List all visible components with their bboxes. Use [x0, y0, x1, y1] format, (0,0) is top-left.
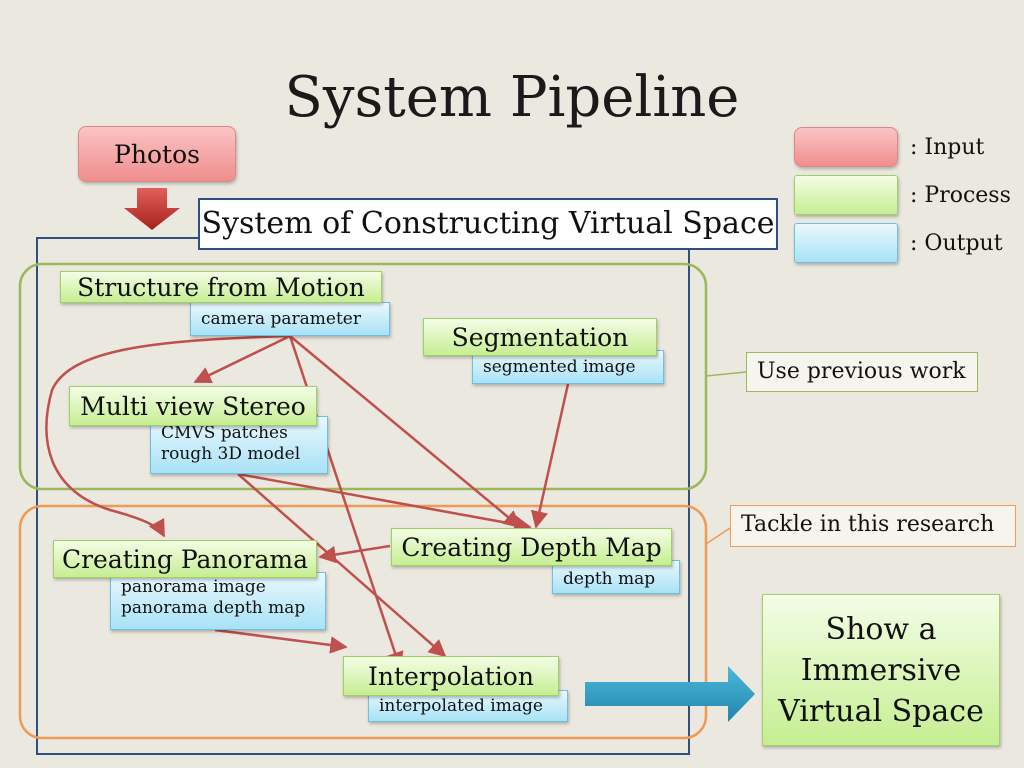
process-segmentation: Segmentation — [423, 318, 657, 356]
output-line: interpolated image — [379, 696, 543, 716]
photos-input-box: Photos — [78, 126, 236, 182]
process-multi-view-stereo: Multi view Stereo — [69, 386, 317, 426]
process-structure-from-motion: Structure from Motion — [60, 271, 382, 303]
process-creating-depth-map: Creating Depth Map — [391, 528, 672, 566]
research-group — [18, 504, 708, 740]
previous-work-group — [18, 262, 708, 491]
legend-output-label: : Output — [910, 231, 1003, 256]
input-down-arrow — [124, 188, 180, 230]
output-line: panorama image — [121, 577, 266, 597]
research-note-connector — [705, 527, 731, 545]
output-line: depth map — [563, 569, 656, 589]
system-label: System of Constructing Virtual Space — [198, 198, 778, 250]
result-line: Immersive — [800, 653, 962, 688]
research-note: Tackle in this research — [730, 505, 1016, 547]
flow-rough-to-depth — [237, 472, 532, 533]
legend-process-swatch — [794, 175, 898, 215]
legend-input-label: : Input — [910, 135, 985, 160]
output-camera-parameter: camera parameter — [190, 302, 390, 336]
output-line: panorama depth map — [121, 598, 306, 618]
flow-panodepth-to-interp — [214, 628, 348, 654]
previous-work-note: Use previous work — [746, 352, 978, 392]
result-line: Virtual Space — [778, 694, 984, 729]
legend-output-swatch — [794, 223, 898, 263]
legend-process-label: : Process — [910, 183, 1011, 208]
flow-camera-to-panorama — [45, 334, 291, 538]
output-line: CMVS patches — [161, 423, 288, 443]
result-line: Show a — [825, 612, 937, 647]
flow-camera-to-mvs — [193, 334, 291, 384]
result-immersive-space-box: Show a Immersive Virtual Space — [762, 594, 1000, 746]
output-line: rough 3D model — [161, 444, 301, 464]
page-title: System Pipeline — [284, 65, 740, 130]
output-line: segmented image — [483, 357, 636, 377]
flow-rough-to-interp — [237, 473, 447, 658]
output-line: camera parameter — [201, 309, 361, 329]
process-creating-panorama: Creating Panorama — [53, 540, 317, 578]
legend-input-swatch — [794, 127, 898, 167]
flow-depth-to-panorama — [318, 544, 391, 564]
previous-note-connector — [705, 371, 747, 377]
flow-camera-to-depth — [289, 335, 522, 529]
output-right-arrow — [585, 666, 755, 722]
process-interpolation: Interpolation — [343, 656, 559, 696]
output-panorama: panorama image panorama depth map — [110, 572, 326, 630]
flow-segmented-to-depth — [530, 383, 570, 529]
